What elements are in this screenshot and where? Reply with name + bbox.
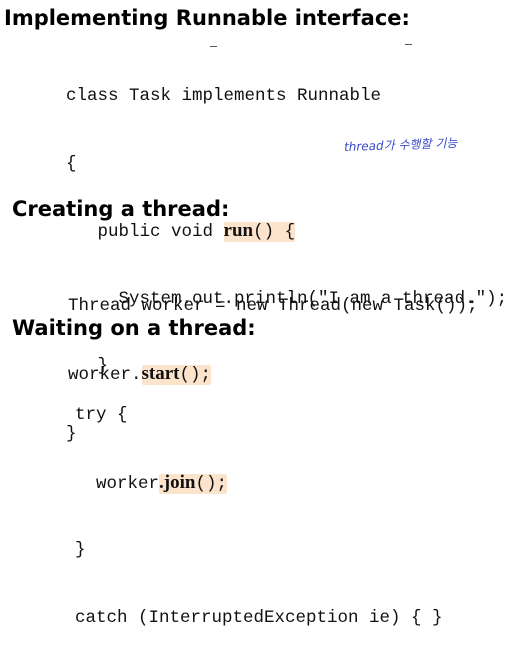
heading-runnable: Implementing Runnable interface:: [4, 6, 410, 30]
highlighted-join-call: .join();: [159, 471, 227, 494]
run-keyword: run: [223, 220, 254, 241]
code-line: class Task implements Runnable: [66, 86, 382, 106]
code-text: () {: [253, 222, 296, 242]
code-line: System.out.println("I am a thread.");: [66, 288, 508, 309]
heading-waiting: Waiting on a thread:: [12, 316, 256, 340]
code-line: }: [66, 356, 109, 376]
code-text: public void: [66, 222, 224, 242]
highlighted-start-call: start();: [141, 362, 212, 385]
code-line: }: [75, 540, 86, 560]
code-line: catch (InterruptedException ie) { }: [75, 607, 443, 628]
code-text: ();: [179, 364, 212, 385]
code-line: try {: [75, 405, 128, 425]
highlighted-run-method: run() {: [223, 220, 296, 242]
code-line: }: [66, 423, 77, 444]
heading-creating: Creating a thread:: [12, 197, 230, 221]
stray-mark: [405, 44, 412, 45]
stray-mark: [210, 46, 217, 47]
code-line: worker.join();: [75, 472, 443, 495]
join-keyword: .join: [159, 471, 196, 493]
code-line: {: [66, 153, 77, 174]
code-block-runnable: class Task implements Runnable { public …: [66, 40, 507, 468]
code-line: public void run() {: [66, 220, 507, 243]
code-line: Thread worker = new Thread(new Task());: [68, 296, 478, 316]
code-text: worker: [75, 473, 160, 494]
code-block-waiting: try { worker.join(); } catch (Interrupte…: [75, 359, 443, 652]
start-keyword: start: [141, 362, 180, 384]
code-line: worker.start();: [68, 363, 478, 386]
code-text: worker.: [68, 364, 142, 385]
code-block-creating: Thread worker = new Thread(new Task()); …: [68, 250, 478, 408]
code-text: ();: [195, 473, 227, 494]
